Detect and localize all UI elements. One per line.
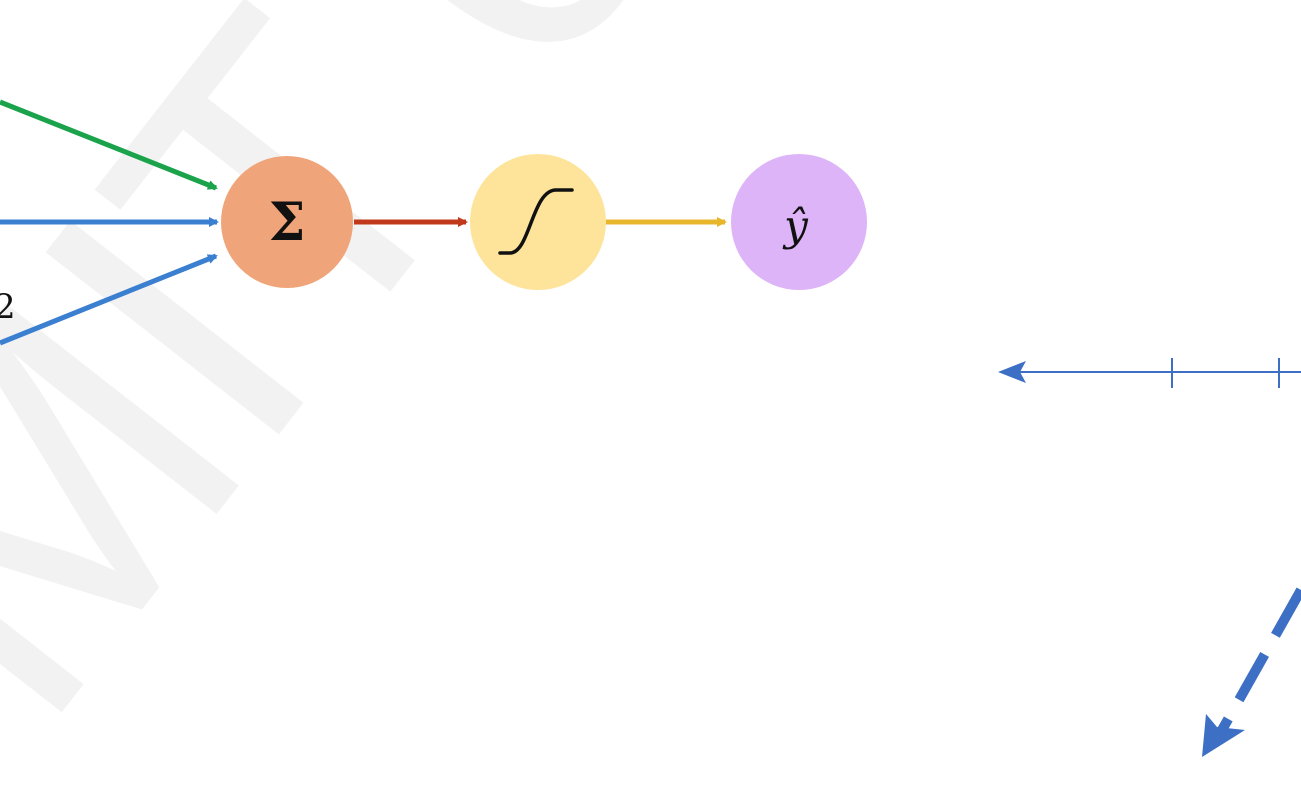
number-line-left-arrowhead	[998, 361, 1026, 383]
summation-node	[221, 156, 353, 288]
bias-input-arrow	[0, 99, 218, 191]
watermark-text: MIT 6.S	[0, 0, 991, 792]
input-arrow-2	[0, 253, 218, 346]
output-node	[731, 154, 867, 290]
sigmoid-icon	[498, 188, 574, 255]
input-subscript-label: 2	[0, 287, 16, 327]
summation-symbol: Σ	[269, 192, 306, 253]
diagonal-arrow-head-icon	[1202, 714, 1245, 757]
diagonal-dashed-arrow	[1217, 587, 1301, 733]
output-symbol: ŷ	[782, 201, 809, 250]
activation-node	[470, 154, 606, 290]
